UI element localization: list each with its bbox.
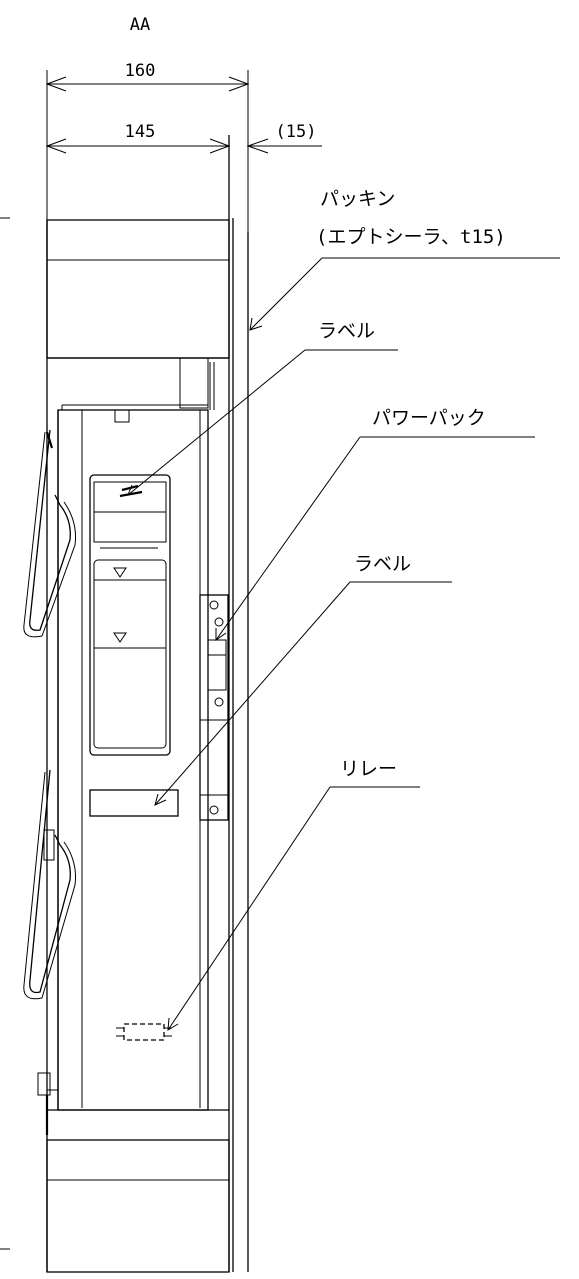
power-pack-side <box>199 594 229 821</box>
view-label: AA <box>130 15 150 35</box>
lower-handle <box>23 769 76 1000</box>
top-label-panel <box>89 474 171 756</box>
middle-label-slot <box>89 789 179 817</box>
callout-packing-spec: (エプトシーラ、t15) <box>316 226 506 248</box>
dimension-body-width: 145 <box>125 122 156 142</box>
dimension-packing-thickness: (15) <box>276 122 317 142</box>
callout-relay: リレー <box>340 758 397 780</box>
callout-lines <box>127 257 560 1031</box>
callout-power-pack: パワーパック <box>372 407 486 429</box>
dimension-overall-width: 160 <box>125 61 156 81</box>
enclosure-body <box>37 135 249 1273</box>
relay-outline <box>116 1023 172 1041</box>
callout-label-middle: ラベル <box>354 553 411 575</box>
dimension-lines <box>45 70 322 232</box>
callout-label-top: ラベル <box>318 320 375 342</box>
upper-handle <box>23 429 76 638</box>
callout-packing: パッキン <box>320 188 395 210</box>
